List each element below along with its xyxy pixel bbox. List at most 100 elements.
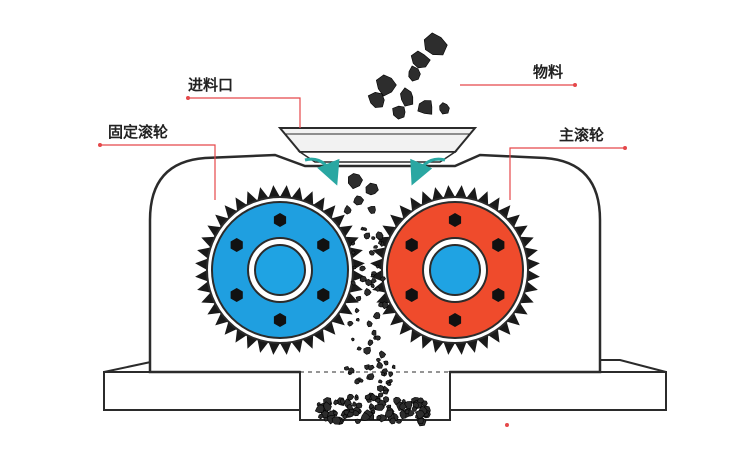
material-particle [374,398,381,403]
material-particle [350,280,356,286]
material-particle [376,361,384,369]
material-particle [389,417,396,425]
material-particle [410,50,431,69]
material-particle [423,32,448,56]
material-particle [355,295,362,302]
fixed-roller [195,185,365,355]
material-particle [378,240,382,245]
material-particle [381,371,386,377]
material-particle [339,397,346,405]
material-particle [376,414,382,421]
material-particle [343,366,350,371]
material-particle [417,100,433,115]
material-particle [352,409,360,417]
main-roller-bolt [405,238,418,252]
material-particle [333,411,338,416]
material-particle [367,339,374,347]
material-particle [354,418,362,425]
material-particle [392,105,406,120]
fixed-roller-bolt [273,313,287,327]
material-particle [359,275,367,283]
material-particle [383,360,389,366]
material-particle [354,378,361,385]
material-particle [363,347,371,355]
material-particle [384,409,393,418]
material-particle [393,396,402,406]
material-particle [404,409,410,414]
material-particle [391,364,396,370]
material-particle [347,173,363,190]
material-particle [371,329,377,336]
material-particle [378,350,387,359]
material-particle [317,413,324,420]
fixed-roller-bolt [317,288,330,302]
feed-hopper [277,127,478,163]
material-particle [365,182,379,196]
material-particle [355,317,360,322]
material-particle [377,384,385,393]
fixed-roller-shaft [254,244,306,296]
leader-fixed-roller [100,144,216,200]
material-particle [374,335,381,341]
material-particle [351,250,356,255]
curved-arrow-right-icon [410,157,446,186]
material-particle [333,399,340,406]
feed-inlet-label: 进料口 [188,76,234,94]
material-particle [346,393,355,401]
material-particle [346,403,353,411]
material-particle [373,245,379,249]
material-particle [377,392,384,398]
material-particle [356,346,362,351]
leader-main-roller [509,147,625,200]
material-particle [367,206,376,214]
material-particle [408,65,421,82]
material-particle [388,371,394,378]
material-particle [411,406,418,412]
material-particle [371,236,376,241]
material-particle [378,379,383,384]
material-particle [375,231,384,240]
material-particle [351,241,356,246]
material-particle [367,364,375,371]
main-roller-bolt [448,213,462,227]
material-particle [364,394,371,401]
material-particle [343,204,352,215]
material-particle [415,410,426,420]
material-particles [314,32,450,427]
material-particle [399,409,407,420]
material-particle [366,320,373,328]
material-particle [376,357,381,363]
material-particle [355,394,359,399]
material-particle [368,402,375,409]
fixed-roller-bolt [317,238,330,252]
material-particle [367,91,385,108]
material-particle [323,401,332,412]
main-roller-bolt [492,288,505,302]
material-particle [374,403,385,411]
material-particle [342,414,348,420]
material-particle [359,378,364,383]
material-particle [421,400,428,407]
main-roller-shaft [429,244,481,296]
material-particle [375,264,380,269]
material-particle [364,288,372,297]
material-particle [350,337,355,342]
material-particle [375,74,397,97]
material-particle [382,389,389,395]
main-roller-bolt [492,238,505,252]
material-particle [380,276,386,282]
material-particle [354,307,360,314]
fixed-roller-label: 固定滚轮 [108,123,169,141]
material-particle [400,87,414,107]
material-particle [439,102,450,115]
material-particle [314,404,325,414]
fixed-roller-bolt [230,288,243,302]
material-particle [363,232,371,240]
material-particle [401,399,406,404]
material-particle [359,265,366,272]
main-roller [370,185,540,355]
fixed-roller-bolt [273,213,287,227]
curved-arrow-left-icon [304,157,340,186]
material-particle [360,412,371,421]
